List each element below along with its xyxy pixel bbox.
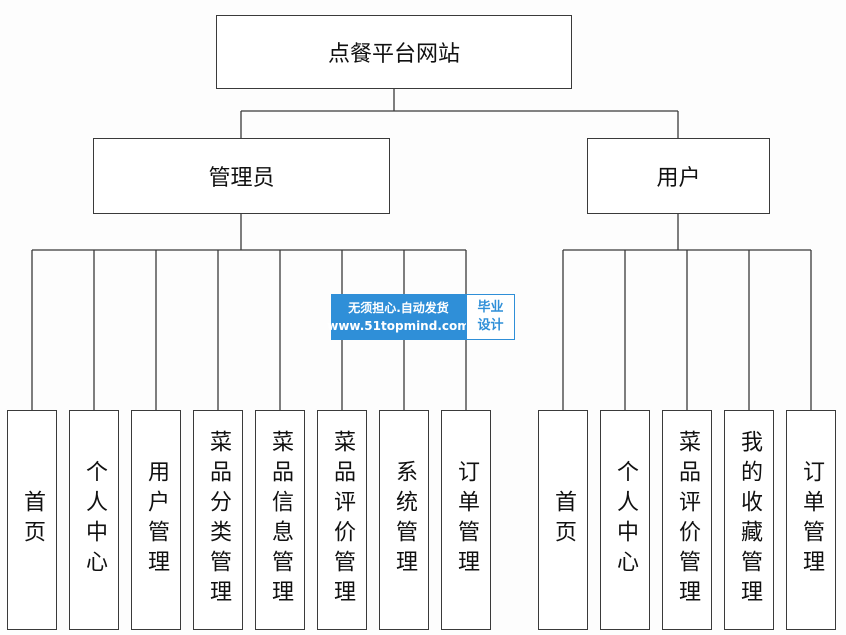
admin-label: 管理员 xyxy=(208,166,275,191)
user-leaf-label: 菜品评价管理 xyxy=(675,430,700,610)
admin-leaf-label: 菜品分类管理 xyxy=(206,430,231,610)
user-leaf-label: 订单管理 xyxy=(799,460,824,580)
admin-leaf-node: 菜品分类管理 xyxy=(193,410,243,630)
admin-leaf-label: 首页 xyxy=(20,490,45,550)
user-leaf-label: 首页 xyxy=(551,490,576,550)
watermark-badge: 无须担心.自动发货 www.51topmind.com 毕业 设计 xyxy=(327,294,515,340)
admin-leaf-node: 首页 xyxy=(7,410,57,630)
user-leaf-node: 我的收藏管理 xyxy=(724,410,774,630)
admin-leaf-label: 个人中心 xyxy=(82,460,107,580)
watermark-line1: 无须担心.自动发货 xyxy=(348,301,449,315)
admin-leaf-label: 订单管理 xyxy=(454,460,479,580)
admin-leaf-label: 用户管理 xyxy=(144,460,169,580)
user-leaf-label: 个人中心 xyxy=(613,460,638,580)
root-node: 点餐平台网站 xyxy=(216,15,572,89)
admin-leaf-label: 系统管理 xyxy=(392,460,417,580)
admin-leaf-label: 菜品信息管理 xyxy=(268,430,293,610)
root-label: 点餐平台网站 xyxy=(327,42,460,67)
admin-leaf-node: 订单管理 xyxy=(441,410,491,630)
watermark-line2: www.51topmind.com xyxy=(327,319,470,333)
user-leaf-node: 订单管理 xyxy=(786,410,836,630)
user-leaf-label: 我的收藏管理 xyxy=(737,430,762,610)
user-leaf-node: 菜品评价管理 xyxy=(662,410,712,630)
watermark-badge1: 毕业 xyxy=(477,300,504,315)
admin-leaf-node: 系统管理 xyxy=(379,410,429,630)
admin-leaf-node: 菜品评价管理 xyxy=(317,410,367,630)
user-leaf-node: 个人中心 xyxy=(600,410,650,630)
admin-leaf-node: 用户管理 xyxy=(131,410,181,630)
watermark-badge2: 设计 xyxy=(477,318,504,333)
admin-node: 管理员 xyxy=(93,138,390,214)
user-leaf-node: 首页 xyxy=(538,410,588,630)
admin-leaf-node: 菜品信息管理 xyxy=(255,410,305,630)
admin-leaf-node: 个人中心 xyxy=(69,410,119,630)
admin-leaf-label: 菜品评价管理 xyxy=(330,430,355,610)
user-label: 用户 xyxy=(656,166,701,191)
user-node: 用户 xyxy=(587,138,770,214)
